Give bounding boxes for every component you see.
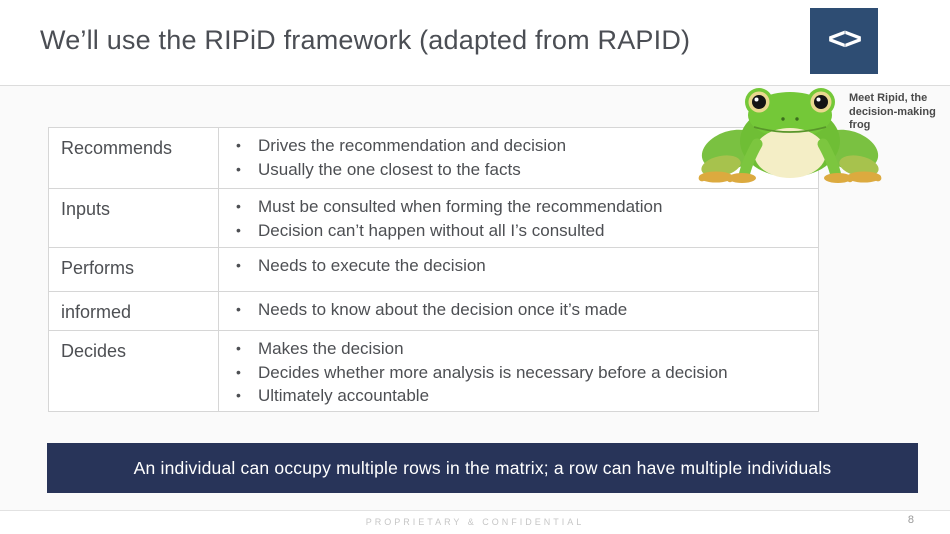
bullet-point: • Makes the decision — [219, 337, 810, 361]
bullet-icon: • — [236, 257, 241, 273]
code-brackets-icon: <> — [827, 21, 862, 56]
bullet-point: • Ultimately accountable — [219, 384, 810, 408]
bullet-point: • Must be consulted when forming the rec… — [219, 195, 810, 219]
company-logo: <> — [810, 8, 878, 74]
key-message-banner: An individual can occupy multiple rows i… — [47, 443, 918, 493]
table-row-recommends: Recommends • Drives the recommendation a… — [49, 128, 818, 189]
frog-image — [697, 86, 883, 183]
bullet-point: • Needs to know about the decision once … — [219, 298, 810, 322]
bullet-icon: • — [236, 387, 241, 403]
table-row-performs: Performs • Needs to execute the decision — [49, 248, 818, 292]
bullet-icon: • — [236, 221, 241, 238]
bullet-point: • Drives the recommendation and decision — [219, 134, 810, 158]
bullet-point: • Decides whether more analysis is neces… — [219, 361, 810, 385]
ripid-table: Recommends • Drives the recommendation a… — [48, 127, 819, 412]
row-label: Recommends — [49, 128, 219, 188]
bullet-icon: • — [236, 160, 241, 177]
page-number: 8 — [907, 514, 914, 526]
table-row-informed: informed • Needs to know about the decis… — [49, 292, 818, 331]
bullet-icon: • — [236, 363, 241, 380]
bullet-point: • Needs to execute the decision — [219, 254, 810, 278]
row-label: Decides — [49, 331, 219, 411]
footer-divider — [0, 510, 950, 511]
bullet-point: • Decision can’t happen without all I’s … — [219, 219, 810, 243]
bullet-point: • Usually the one closest to the facts — [219, 158, 810, 182]
row-label: Inputs — [49, 189, 219, 247]
bullet-icon: • — [236, 198, 241, 214]
page-title: We’ll use the RIPiD framework (adapted f… — [40, 25, 691, 55]
bullet-icon: • — [236, 137, 241, 153]
row-label: informed — [49, 292, 219, 330]
bullet-icon: • — [236, 340, 241, 356]
header-divider — [0, 85, 950, 86]
confidential-label: PROPRIETARY & CONFIDENTIAL — [365, 517, 585, 527]
row-label: Performs — [49, 248, 219, 291]
table-row-decides: Decides • Makes the decision • Decides w… — [49, 331, 818, 411]
table-row-inputs: Inputs • Must be consulted when forming … — [49, 189, 818, 248]
bullet-icon: • — [236, 301, 241, 317]
frog-caption: Meet Ripid, the decision-making frog — [849, 92, 936, 131]
banner-text: An individual can occupy multiple rows i… — [133, 457, 832, 478]
